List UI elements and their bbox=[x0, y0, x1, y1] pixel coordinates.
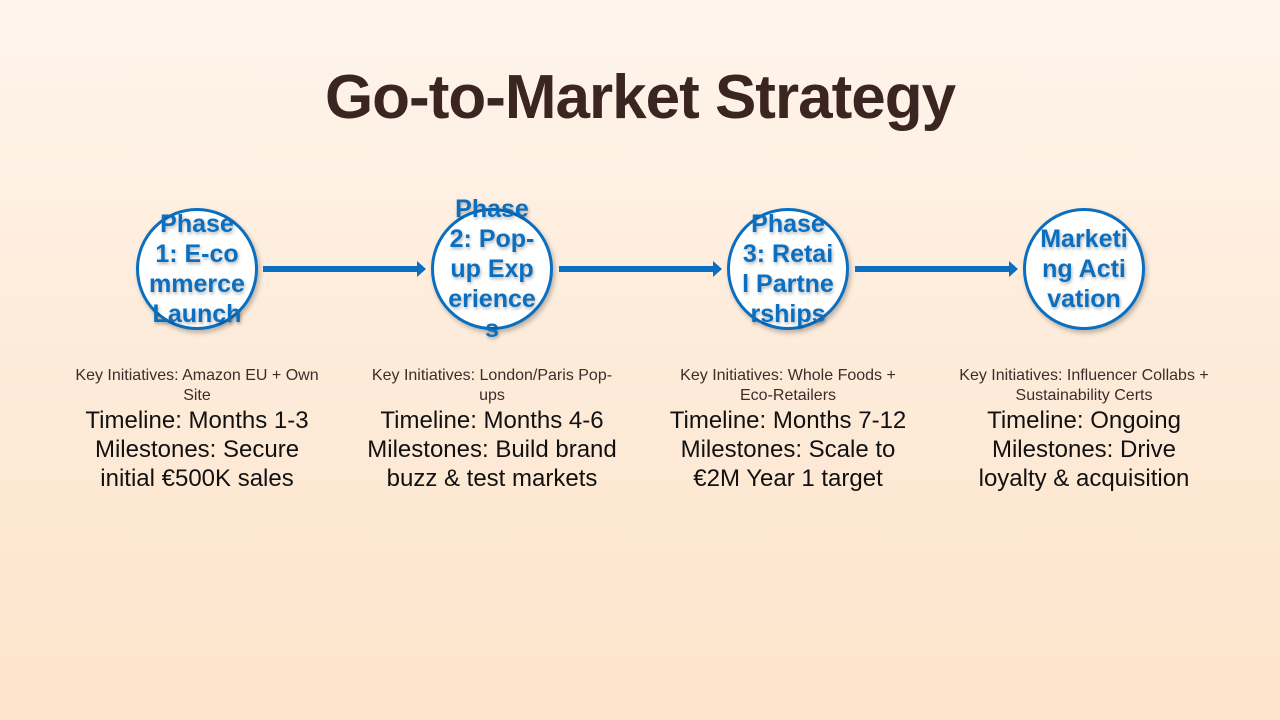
phase-2-initiatives: Key Initiatives: London/Paris Pop-ups bbox=[371, 367, 613, 404]
phase-3-details: Key Initiatives: Whole Foods + Eco-Retai… bbox=[663, 366, 913, 493]
phase-2-timeline: Timeline: Months 4-6 bbox=[380, 407, 604, 434]
arrow-3-4 bbox=[855, 261, 1018, 277]
phase-3-circle bbox=[727, 208, 849, 330]
phase-3-milestones: Milestones: Scale to €2M Year 1 target bbox=[680, 436, 896, 492]
phase-3-initiatives: Key Initiatives: Whole Foods + Eco-Retai… bbox=[680, 367, 896, 404]
phase-4-details: Key Initiatives: Influencer Collabs + Su… bbox=[959, 366, 1209, 493]
phase-4-initiatives: Key Initiatives: Influencer Collabs + Su… bbox=[959, 367, 1209, 404]
phase-3-label: Phase 3: Retail Partnerships bbox=[742, 210, 834, 328]
phase-2-milestones: Milestones: Build brand buzz & test mark… bbox=[367, 436, 617, 492]
phase-4-timeline: Timeline: Ongoing bbox=[987, 407, 1181, 434]
phase-2-label: Phase 2: Pop-up Experiences bbox=[448, 195, 536, 343]
phase-4-label: Marketing Activation bbox=[1040, 225, 1128, 313]
arrow-1-2 bbox=[263, 261, 426, 277]
page-title: Go-to-Market Strategy bbox=[324, 63, 956, 132]
phase-2-details: Key Initiatives: London/Paris Pop-ups Ti… bbox=[367, 366, 617, 493]
phase-1-circle bbox=[136, 208, 258, 330]
arrow-2-3 bbox=[559, 261, 722, 277]
phase-4-milestones: Milestones: Drive loyalty & acquisition bbox=[978, 436, 1190, 492]
phase-3-timeline: Timeline: Months 7-12 bbox=[669, 407, 907, 434]
phase-1-details: Key Initiatives: Amazon EU + Own Site Ti… bbox=[72, 366, 322, 493]
phase-2-circle bbox=[431, 208, 553, 330]
phase-1-initiatives: Key Initiatives: Amazon EU + Own Site bbox=[75, 367, 319, 404]
phase-1-timeline: Timeline: Months 1-3 bbox=[85, 407, 309, 434]
phase-4-circle bbox=[1023, 208, 1145, 330]
phase-1-label: Phase 1: E-commerce Launch bbox=[149, 210, 245, 328]
phase-1-milestones: Milestones: Secure initial €500K sales bbox=[94, 436, 300, 492]
